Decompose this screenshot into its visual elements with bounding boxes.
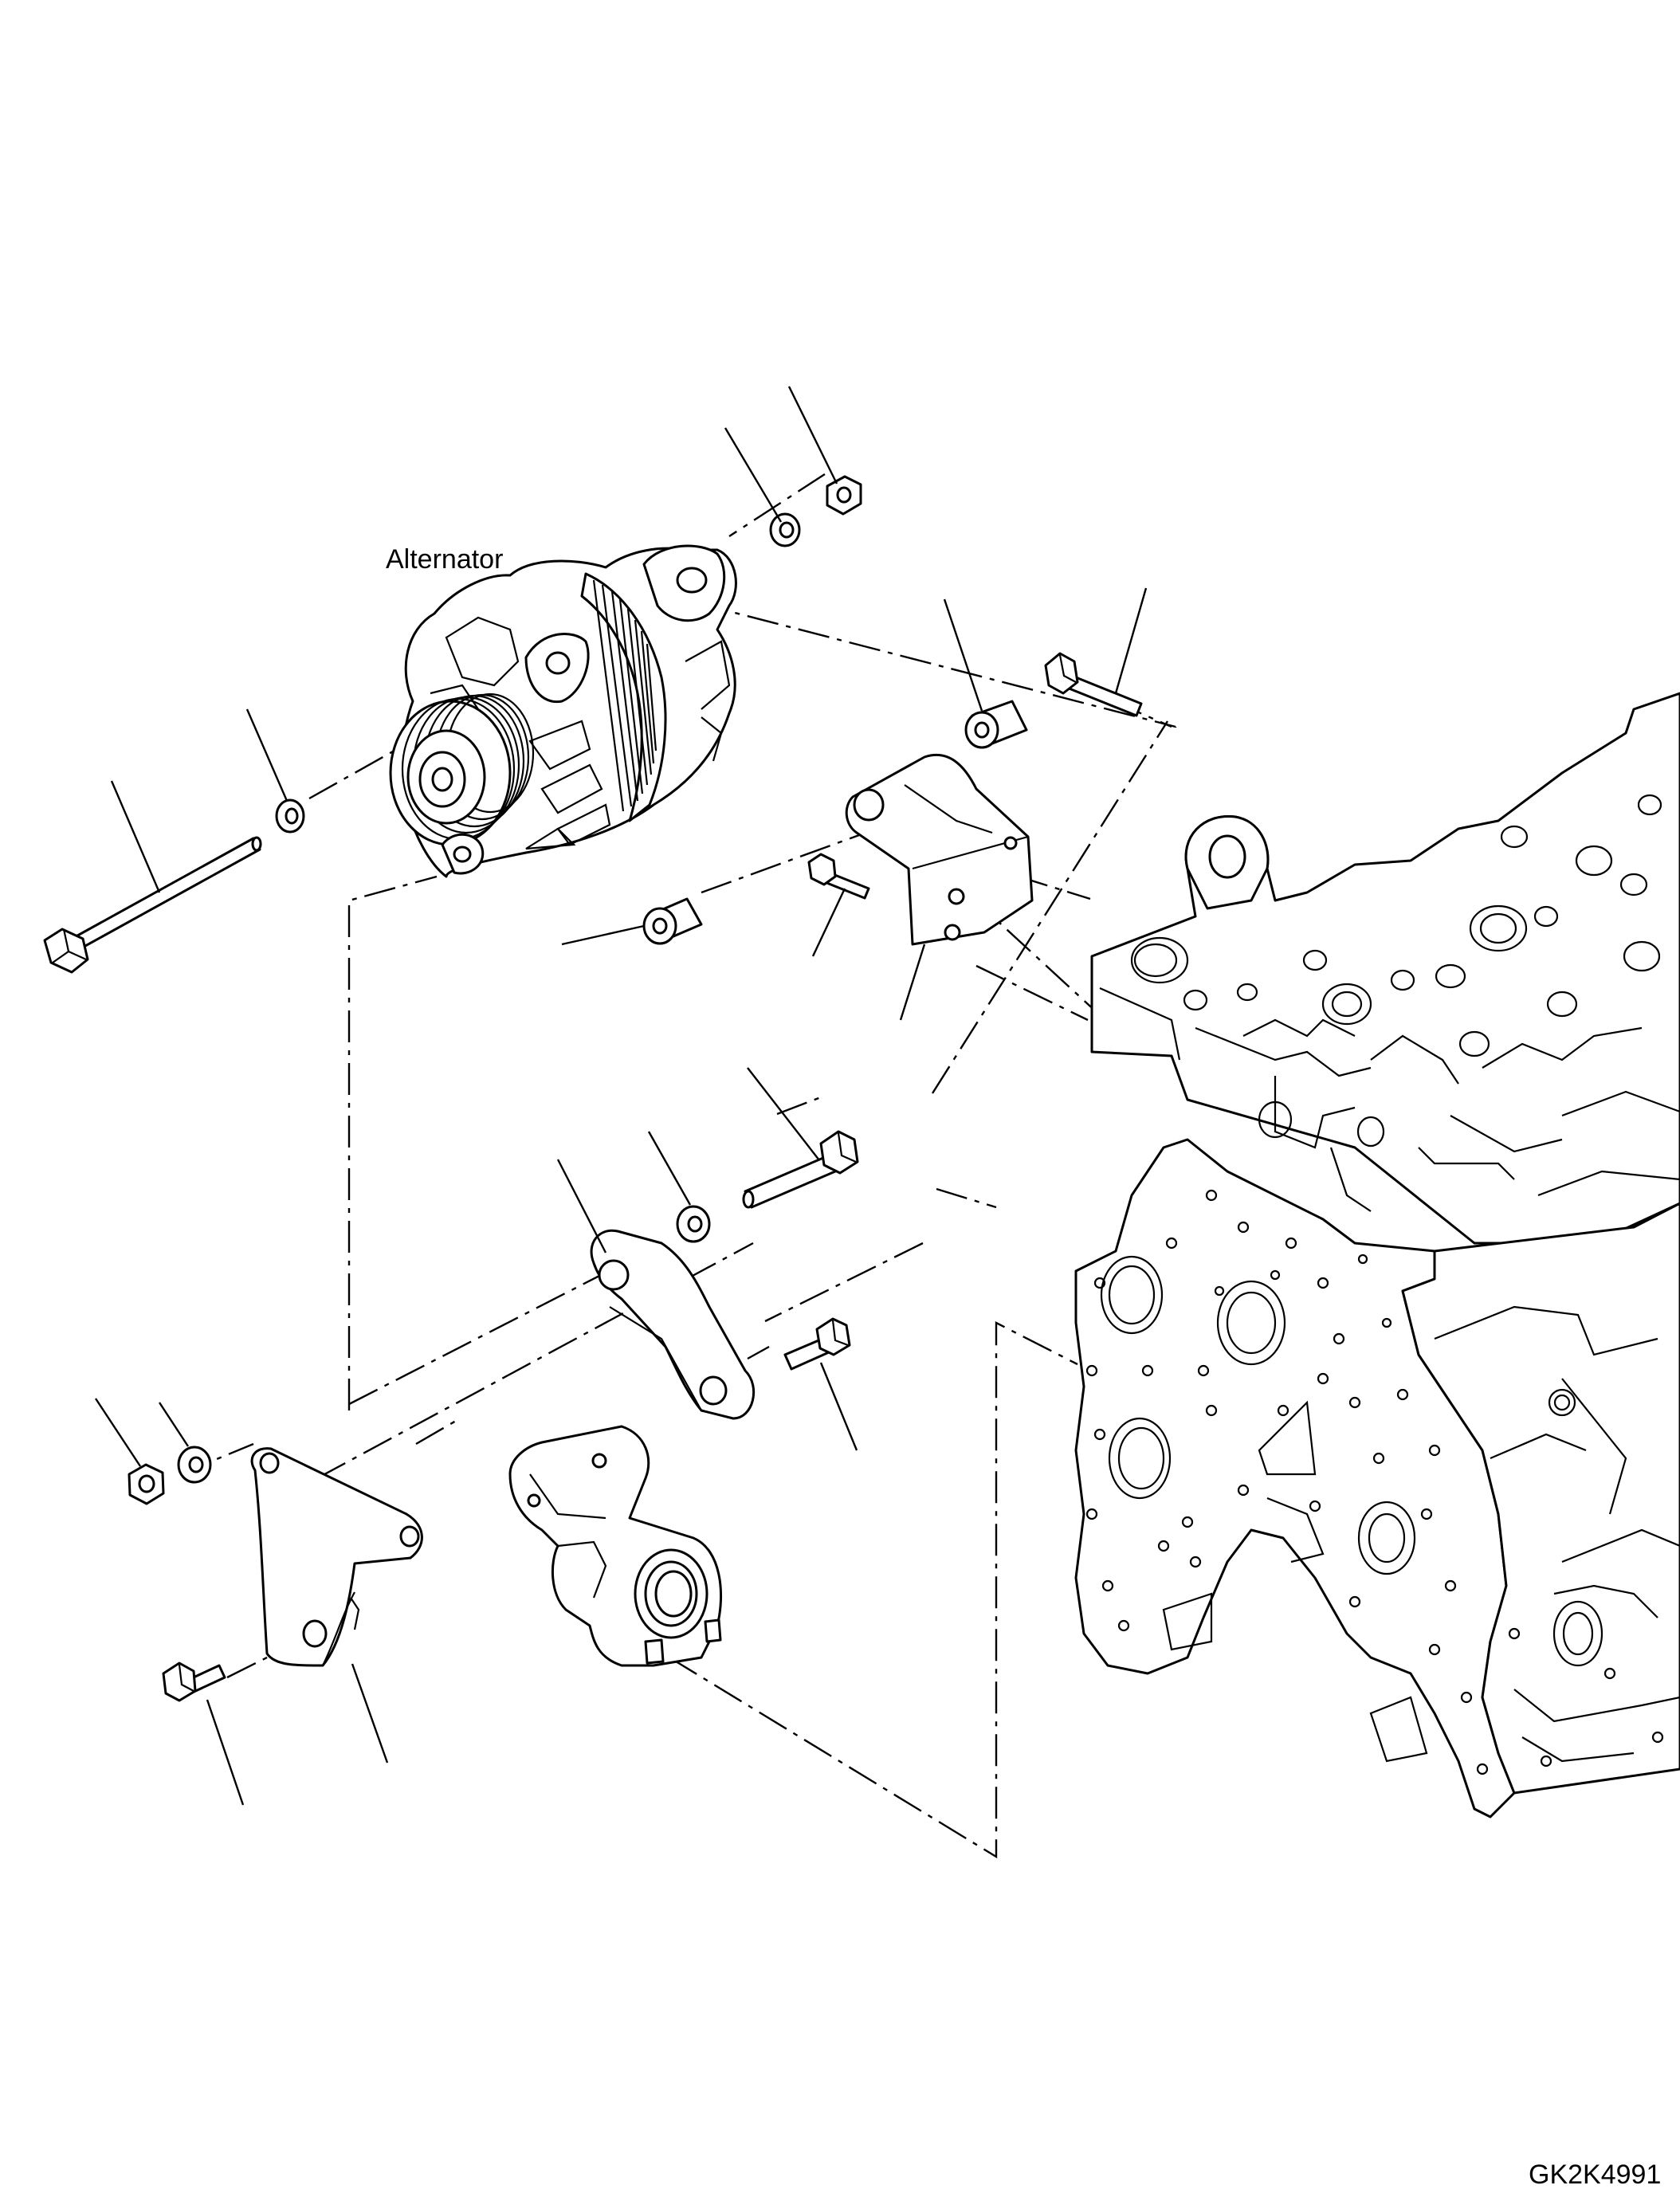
gear-case-holes [1085, 1189, 1664, 1775]
stud-middle [742, 1130, 859, 1209]
alternator-label: Alternator [386, 544, 503, 575]
nut-top [826, 475, 862, 516]
washer-alternator-bolt [275, 798, 305, 834]
bolt-upper-right [1044, 652, 1143, 717]
washer-lower-left [177, 1446, 212, 1484]
spacer-upper [964, 700, 1028, 749]
bolt-lower-left [162, 1661, 226, 1702]
spacer-lower [642, 897, 703, 945]
adjusting-link-arm [590, 1229, 756, 1420]
engine-block [1074, 692, 1680, 1818]
bolt-link-arm [783, 1317, 851, 1371]
alternator-lower-bracket-plate [250, 1447, 423, 1667]
drawing-code-label: GK2K4991 [1529, 2160, 1661, 2190]
alternator-upper-bracket [845, 753, 1034, 946]
long-through-bolt [43, 836, 262, 974]
washer-middle [676, 1205, 711, 1243]
washer-top [769, 512, 801, 547]
pump-housing [508, 1425, 722, 1667]
nut-lower-left [128, 1463, 165, 1505]
bolt-upper-bracket [807, 853, 870, 900]
leader-lines [94, 386, 1148, 1806]
alternator-assembly [389, 544, 737, 878]
